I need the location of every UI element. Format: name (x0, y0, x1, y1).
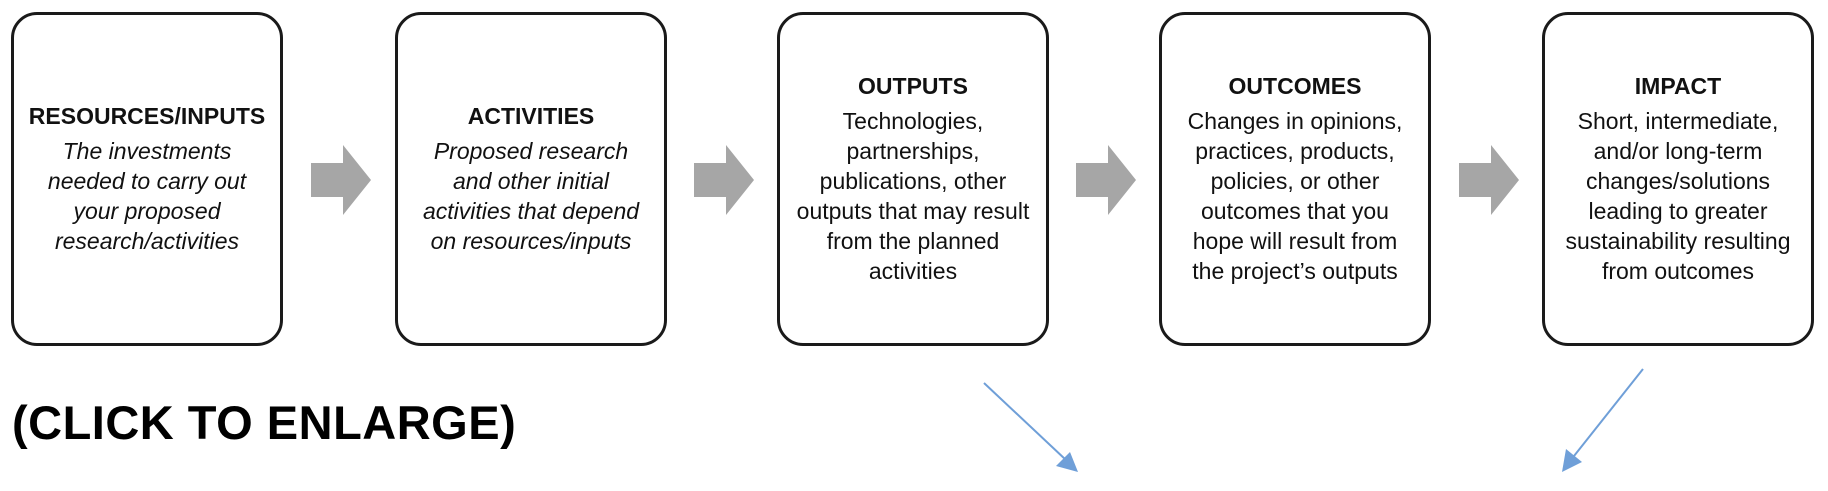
flow-arrow-icon (311, 145, 371, 215)
box-title: ACTIVITIES (467, 102, 595, 129)
flow-arrow-icon (1076, 145, 1136, 215)
outputs-box: OUTPUTS Technologies, partnerships, publ… (777, 12, 1049, 346)
box-description: Technologies, partnerships, publications… (796, 107, 1030, 284)
click-to-enlarge-link[interactable]: (CLICK TO ENLARGE) (12, 396, 517, 449)
flow-arrow-icon (1459, 145, 1519, 215)
outputs-pointer-arrow-icon (983, 382, 1078, 472)
box-description: Short, intermediate, and/or long-term ch… (1565, 107, 1791, 284)
impact-box: IMPACT Short, intermediate, and/or long-… (1542, 12, 1814, 346)
box-description: The investments needed to carry out your… (47, 137, 247, 254)
box-title: OUTPUTS (858, 72, 968, 99)
box-description: Proposed research and other initial acti… (422, 137, 640, 254)
outcomes-box: OUTCOMES Changes in opinions, practices,… (1159, 12, 1431, 346)
box-description: Changes in opinions, practices, products… (1187, 107, 1403, 284)
resources-inputs-box: RESOURCES/INPUTS The investments needed … (11, 12, 283, 346)
box-title: RESOURCES/INPUTS (28, 102, 266, 129)
flow-arrow-icon (694, 145, 754, 215)
activities-box: ACTIVITIES Proposed research and other i… (395, 12, 667, 346)
box-title: OUTCOMES (1228, 72, 1362, 99)
box-title: IMPACT (1634, 72, 1722, 99)
impact-pointer-arrow-icon (1562, 368, 1644, 472)
